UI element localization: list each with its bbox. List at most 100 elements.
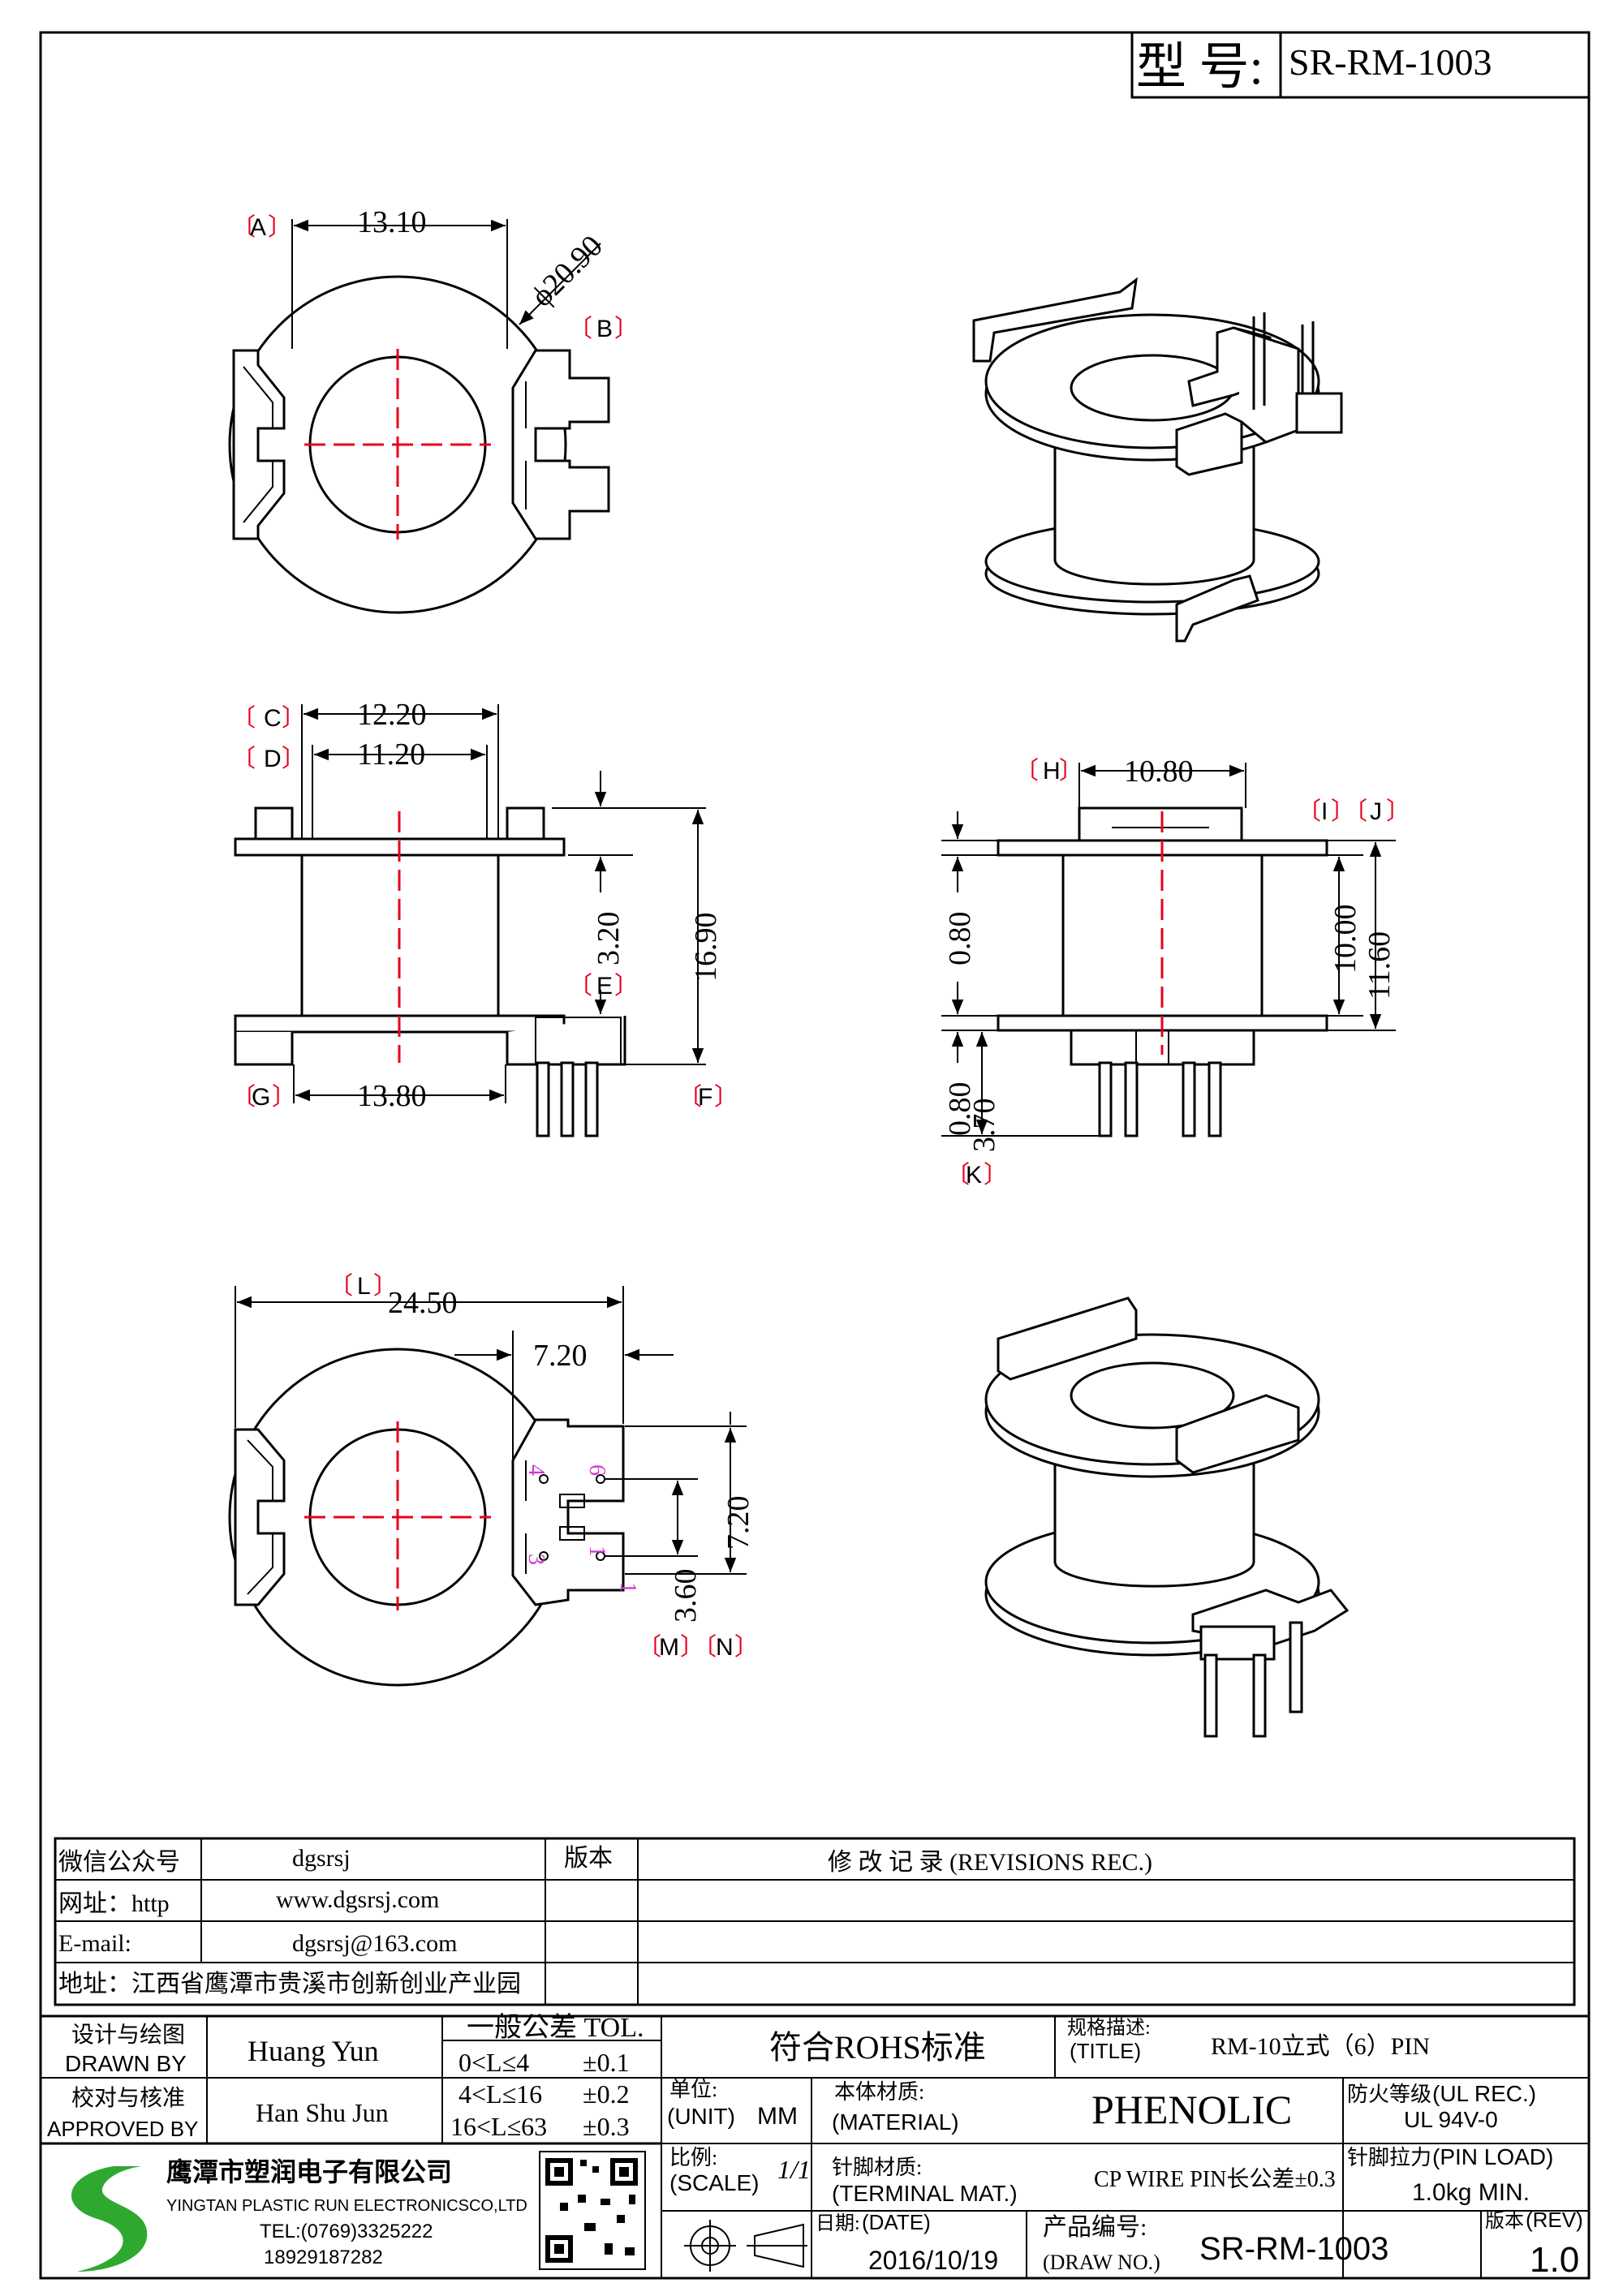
dim-m: 7.20 (533, 1339, 588, 1373)
svg-text:〕: 〕 (373, 1273, 398, 1300)
tol-value: ±0.3 (583, 2112, 630, 2141)
tag-b: B (596, 316, 613, 342)
model-label: 型 号: (1136, 40, 1264, 95)
pin-label: 3 (523, 1554, 549, 1565)
material-label-en: (MATERIAL) (832, 2109, 959, 2135)
svg-text:〕〔: 〕〔 (1331, 798, 1367, 825)
info-label: 网址：http (58, 1890, 170, 1917)
tag-m: M (659, 1634, 679, 1661)
tol-range: 16<L≤63 (450, 2112, 547, 2141)
dim-n: 7.20 (721, 1496, 756, 1550)
svg-text:〔: 〔 (231, 705, 256, 732)
svg-text:〔: 〔 (231, 746, 256, 772)
drawn-by: Huang Yun (248, 2035, 379, 2067)
title-label-cn: 规格描述: (1067, 2017, 1151, 2039)
dim-a: 13.10 (357, 205, 427, 239)
info-value: www.dgsrsj.com (276, 1886, 439, 1913)
unit-label-en: (UNIT) (667, 2104, 735, 2129)
revisions-label: 修 改 记 录 (REVISIONS REC.) (828, 1849, 1152, 1876)
svg-text:〕: 〕 (734, 1634, 759, 1661)
isometric-view-bottom (984, 1296, 1350, 1738)
model-value: SR-RM-1003 (1289, 41, 1492, 83)
tol-value: ±0.2 (583, 2079, 630, 2109)
svg-text:〕: 〕 (268, 214, 292, 241)
tag-c: C (264, 705, 282, 732)
pin-label: 6 (584, 1464, 609, 1476)
date-label-cn: 日期: (816, 2213, 860, 2234)
svg-text:〔: 〔 (568, 316, 592, 342)
tag-h: H (1043, 758, 1061, 785)
dim-g: 13.80 (357, 1079, 427, 1113)
svg-text:〔: 〔 (329, 1273, 353, 1300)
isometric-view-top (972, 277, 1343, 643)
ul-label-cn: 防火等级 (1347, 2083, 1431, 2106)
tag-g: G (252, 1084, 270, 1111)
svg-text:〕: 〕 (614, 316, 639, 342)
scale-value: 1/1 (777, 2155, 811, 2184)
svg-text:〕〔: 〕〔 (680, 1634, 717, 1661)
pin-label: 1 (615, 1582, 640, 1593)
dim-i: 10.00 (1328, 905, 1363, 974)
approved-label-cn: 校对与核准 (71, 2085, 185, 2111)
tol-range: 0<L≤4 (458, 2048, 529, 2077)
pin-load-value: 1.0kg MIN. (1412, 2179, 1530, 2206)
material-value: PHENOLIC (1091, 2087, 1292, 2132)
company-logo-icon (71, 2166, 148, 2272)
pin-label: 1 (584, 1546, 609, 1557)
svg-text:〔: 〔 (231, 214, 256, 241)
info-label: 微信公众号 (58, 1849, 180, 1876)
info-value: dgsrsj@163.com (292, 1930, 457, 1957)
svg-text:〕: 〕 (282, 705, 306, 732)
terminal-value: CP WIRE PIN长公差±0.3 (1094, 2166, 1336, 2192)
unit-value: MM (757, 2103, 798, 2130)
dim-h: 10.80 (1124, 755, 1194, 789)
drawno-label-en: (DRAW NO.) (1043, 2251, 1160, 2274)
version-label: 版本 (564, 1845, 613, 1872)
svg-text:〕: 〕 (984, 1162, 1008, 1189)
tag-l: L (357, 1273, 371, 1300)
rev-label-cn: 版本 (1485, 2210, 1524, 2232)
svg-text:〕: 〕 (1386, 798, 1410, 825)
qr-code-icon (539, 2151, 646, 2270)
ul-value: UL 94V-0 (1404, 2107, 1498, 2132)
material-label-cn: 本体材质: (834, 2080, 924, 2104)
dim-c: 12.20 (357, 698, 427, 732)
terminal-label-cn: 针脚材质: (832, 2156, 922, 2179)
drawn-label-cn: 设计与绘图 (71, 2022, 185, 2048)
tag-j: J (1370, 798, 1382, 825)
bottom-view (228, 1348, 625, 1687)
front-view (997, 806, 1328, 1137)
svg-text:〔: 〔 (637, 1634, 661, 1661)
drawno-value: SR-RM-1003 (1199, 2231, 1388, 2267)
dim-k3: 3.70 (967, 1099, 1001, 1153)
rev-value: 1.0 (1530, 2240, 1579, 2280)
pin-label: 4 (523, 1464, 549, 1476)
tol-range: 4<L≤16 (458, 2079, 542, 2109)
terminal-label-en: (TERMINAL MAT.) (832, 2181, 1018, 2206)
tag-e: E (596, 973, 613, 1000)
scale-label-cn: 比例: (669, 2146, 717, 2169)
drawno-label-cn: 产品编号: (1043, 2214, 1147, 2241)
tag-n: N (716, 1634, 734, 1661)
address: 地址：江西省鹰潭市贵溪市创新创业产业园 (58, 1971, 521, 1997)
rohs-statement: 符合ROHS标准 (769, 2029, 986, 2066)
dim-o: 3.60 (669, 1569, 703, 1623)
title-value: RM-10立式（6）PIN (1211, 2033, 1430, 2060)
info-label: E-mail: (58, 1930, 131, 1957)
svg-text:〔: 〔 (945, 1162, 970, 1189)
pin-load-label-en: (PIN LOAD) (1432, 2144, 1553, 2169)
pin-load-label-cn: 针脚拉力 (1347, 2146, 1431, 2169)
svg-text:〕: 〕 (614, 973, 639, 1000)
ul-label-en: (UL REC.) (1432, 2081, 1536, 2106)
tol-title: 一般公差 TOL. (467, 2012, 644, 2043)
svg-text:〕: 〕 (1059, 758, 1083, 785)
svg-text:〔: 〔 (1297, 798, 1321, 825)
info-value: dgsrsj (292, 1845, 351, 1872)
dim-b: ϕ20.90 (525, 229, 609, 313)
company-name-en: YINGTAN PLASTIC RUN ELECTRONICSCO,LTD (166, 2197, 527, 2215)
dim-d: 11.20 (357, 737, 425, 772)
dim-e: 3.20 (592, 912, 626, 966)
side-view (234, 806, 626, 1137)
top-view (228, 275, 610, 614)
